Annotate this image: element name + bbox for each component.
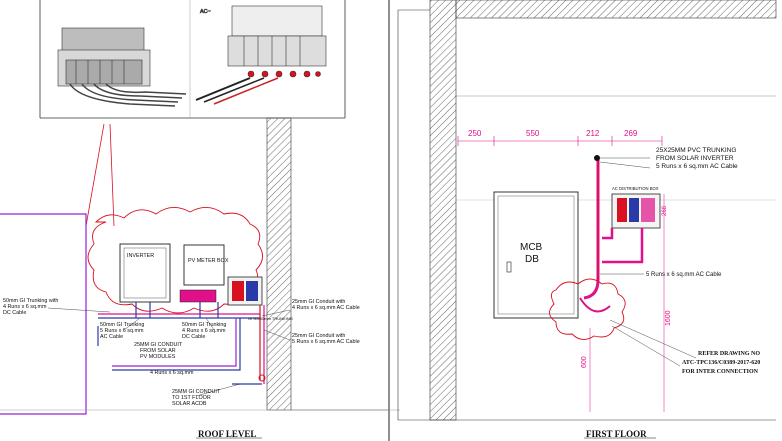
note-conduit-ac-top: 25mm GI Conduit with 4 Runs x 6 sq.mm AC…: [292, 299, 360, 311]
mcb-db: MCB DB: [493, 191, 579, 319]
inverter-label: INVERTER: [127, 253, 154, 259]
pv-meter-box: PV METER BOX: [183, 244, 229, 286]
roof-level-panel: AC~: [0, 0, 400, 441]
ff-ceiling: [455, 0, 777, 19]
dim-212: 212: [586, 129, 600, 138]
note-conduit-ff-l2: TO 1ST FLOOR: [172, 395, 211, 401]
dimension-row: [457, 136, 663, 146]
note-conduit-ff-l3: SOLAR ACDB: [172, 401, 207, 407]
note-conduit-solar-l3: PV MODULES: [140, 354, 176, 360]
roof-level-title: ROOF LEVEL: [198, 429, 256, 439]
dim-550: 550: [526, 129, 540, 138]
note-trunking-dc-l3: DC Cable: [182, 334, 205, 340]
note-trunking-ac-l2: 5 Runs x 6 sq.mm: [100, 328, 144, 334]
note-ac-cable: 5 Runs x 6 sq.mm AC Cable: [646, 272, 722, 278]
note-conduit-solar: 25MM GI CONDUIT FROM SOLAR PV MODULES: [134, 342, 184, 360]
note-conduit-ff-l1: 25MM GI CONDUIT: [172, 389, 221, 395]
note-conduit-first-floor: 25MM GI CONDUIT TO 1ST FLOOR SOLAR ACDB: [172, 389, 222, 407]
dim-269: 269: [624, 129, 638, 138]
dim-1600: 1600: [665, 310, 672, 326]
refer-l3: FOR INTER CONNECTION: [682, 369, 759, 375]
refer-l1: REFER DRAWING NO: [698, 351, 760, 357]
first-floor-title: FIRST FLOOR: [586, 429, 647, 439]
ac-label: AC~: [200, 9, 211, 15]
roof-wall: [266, 117, 292, 411]
note-pvc-l3: 5 Runs x 6 sq.mm AC Cable: [656, 163, 738, 170]
inset-detail: AC~: [39, 0, 346, 119]
ff-revision-cloud: [549, 278, 626, 340]
inverter: INVERTER: [119, 243, 171, 303]
note-trunking-dc-l1: 50mm GI Trunking: [182, 322, 226, 328]
note-conduit-solar-l2: FROM SOLAR: [140, 348, 176, 354]
first-floor-panel: 250 550 212 269 MCB DB AC DISTRIBUTION B…: [397, 0, 777, 439]
roof-ac-box: [179, 276, 263, 306]
note-dc-cable-l2: 4 Runs x 6 sq.mm: [3, 304, 47, 310]
note-trunking-ac: 50mm GI Trunking 5 Runs x 6 sq.mm AC Cab…: [100, 322, 146, 340]
terminal-block-drawing: [57, 27, 187, 107]
note-dc-cable-l3: DC Cable: [3, 310, 26, 316]
refer-note: REFER DRAWING NO ATC-TPC136/C0389-2017-6…: [682, 351, 762, 375]
note-conduit-ac-bottom-l2: 5 Runs x 6 sq.mm AC Cable: [292, 339, 360, 345]
roof-boundary: [0, 213, 87, 415]
inverter-entry-point: [594, 155, 600, 161]
db-label: DB: [525, 254, 539, 265]
dim-250: 250: [468, 129, 482, 138]
note-conduit-ac-top-l2: 4 Runs x 6 sq.mm AC Cable: [292, 305, 360, 311]
note-trunking-dc: 50mm GI Trunking 4 Runs x 6 sq.mm DC Cab…: [182, 322, 228, 340]
refer-l2: ATC-TPC136/C0389-2017-620: [682, 360, 760, 366]
note-runs4: 4 Runs x 6 sq.mm: [150, 370, 194, 376]
note-dc-cable: 50mm GI Trunking with 4 Runs x 6 sq.mm D…: [3, 298, 60, 316]
note-dc-cable-l1: 50mm GI Trunking with: [3, 298, 58, 304]
note-pvc-l2: FROM SOLAR INVERTER: [656, 155, 734, 162]
note-trunking-dc-l2: 4 Runs x 6 sq.mm: [182, 328, 226, 334]
dim-600: 600: [581, 356, 588, 368]
note-pvc-l1: 25X25MM PVC TRUNKING: [656, 147, 736, 154]
ff-wall-left: [429, 0, 457, 421]
note-conduit-ac-bottom: 25mm GI Conduit with 5 Runs x 6 sq.mm AC…: [292, 333, 360, 345]
meter-box-label-text: PV METER BOX: [188, 258, 229, 264]
note-trunking-ac-l3: AC Cable: [100, 334, 123, 340]
note-conduit-ac-bottom-l1: 25mm GI Conduit with: [292, 333, 345, 339]
meter-box-label: PV METER BOX: [188, 258, 229, 264]
note-conduit-solar-l1: 25MM GI CONDUIT: [134, 342, 183, 348]
dim-268: 268: [662, 205, 668, 216]
note-pvc-trunking: 25X25MM PVC TRUNKING FROM SOLAR INVERTER…: [656, 147, 738, 170]
note-trunking-ac-l1: 50mm GI Trunking: [100, 322, 144, 328]
note-gi-trunking: GI 50x50mm TRUNKING: [248, 316, 293, 321]
ac-terminal-drawing: AC~: [195, 5, 327, 105]
mcb-label: MCB: [520, 242, 543, 253]
note-conduit-ac-top-l1: 25mm GI Conduit with: [292, 299, 345, 305]
ac-box-label: AC DISTRIBUTION BOX: [612, 186, 659, 191]
ac-distribution-box: AC DISTRIBUTION BOX: [611, 186, 661, 229]
